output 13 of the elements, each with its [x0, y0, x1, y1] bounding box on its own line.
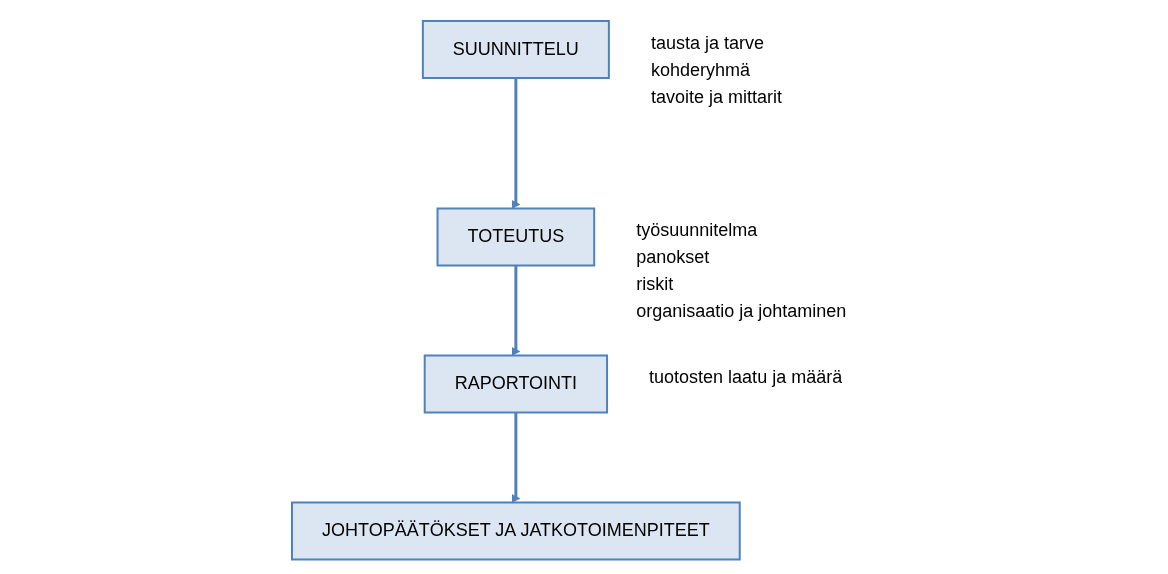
node-box: SUUNNITTELU — [421, 19, 610, 79]
node-box: JOHTOPÄÄTÖKSET JA JATKOTOIMENPITEET — [290, 501, 741, 561]
node-label: panokset — [636, 247, 710, 268]
node-label: organisaatio ja johtaminen — [636, 301, 847, 322]
node-box: RAPORTOINTI — [423, 354, 608, 414]
node-box: TOTEUTUS — [436, 207, 596, 267]
node-label: riskit — [636, 274, 674, 295]
node-label: tuotosten laatu ja määrä — [648, 367, 842, 388]
node-label: tavoite ja mittarit — [650, 86, 782, 107]
arrow — [511, 76, 521, 209]
node-label: työsuunnitelma — [636, 220, 758, 241]
node-label: kohderyhmä — [650, 59, 750, 80]
node-label: tausta ja tarve — [650, 32, 764, 53]
